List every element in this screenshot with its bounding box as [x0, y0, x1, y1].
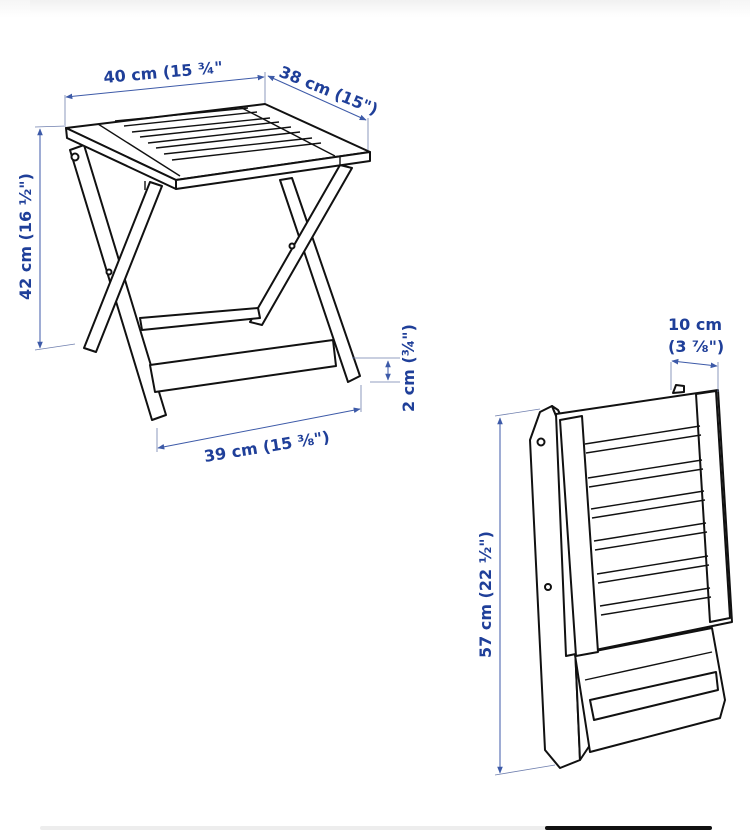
- previous-card-edge: [30, 0, 720, 14]
- thickness-label-line1: 10 cm: [668, 315, 722, 334]
- height-label: 42 cm (16 ½"): [16, 173, 35, 300]
- folded-stool-dimensions: 10 cm (3 ⅞") 57 cm (22 ½"): [476, 315, 724, 776]
- top-edge-shadow: [0, 0, 750, 18]
- clearance-label: 2 cm (¾"): [399, 324, 418, 412]
- thickness-label-line2: (3 ⅞"): [668, 337, 724, 356]
- open-stool-drawing: [65, 103, 371, 421]
- carousel-progress-thumb[interactable]: [545, 826, 712, 830]
- folded-stool-drawing: [529, 384, 733, 769]
- depth-label: 38 cm (15"): [277, 62, 381, 119]
- folded-height-label: 57 cm (22 ½"): [476, 531, 495, 658]
- carousel-progress-track[interactable]: [40, 826, 712, 830]
- base-depth-label: 39 cm (15 ⅜"): [203, 427, 331, 466]
